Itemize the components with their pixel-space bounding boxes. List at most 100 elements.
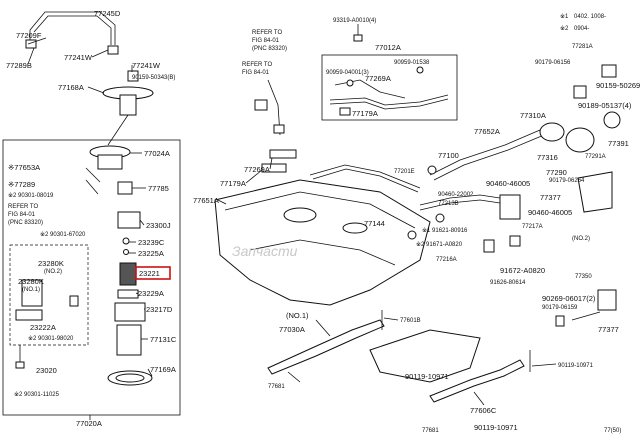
label-23222a: 23222A [30, 323, 56, 332]
legend-text-1: 0402. 1008- [574, 14, 606, 20]
note-refer-left-3: (PNC 83320) [8, 220, 43, 226]
label-77216a: 90460-46005 [528, 208, 572, 217]
label-77651a: 77269A [244, 165, 270, 174]
vent-line-frame [321, 54, 458, 121]
label-77350: 77377 [540, 193, 561, 202]
label-77144: 77100 [438, 151, 459, 160]
note-refer-mid-2: FIG 84-01 [242, 70, 270, 76]
label-90159-50269: 77281A [572, 44, 593, 50]
label-77377-b: 90269-06017(2) [542, 294, 596, 303]
label-77377-no2: 90179-06264 [549, 178, 585, 184]
tank-top-parts [254, 79, 421, 193]
pump-labels: 77024A ※77653A ※77289 ※2 90301-08019 777… [8, 149, 177, 428]
tank-straps [267, 310, 531, 403]
label-77289b: 77289B [6, 61, 32, 70]
filler-door-parts [539, 64, 621, 327]
label-77241w-2: 77241W [132, 61, 161, 70]
label-77131c: 77131C [150, 335, 177, 344]
label-90179-06156: 91626-80614 [490, 280, 526, 286]
label-90460-46005-b: ※2 91671-A0820 [416, 241, 463, 248]
center-labels: REFER TO FIG 84-01 (PNC 83320) REFER TO … [193, 30, 385, 259]
center-leaders [217, 157, 273, 205]
legend-mark-1: ※1 [560, 13, 569, 20]
label-90179-06264: 77291A [585, 154, 606, 160]
sender-subframe [9, 244, 89, 346]
label-77681-b: 77606C [470, 406, 497, 415]
label-77169a: 77169A [150, 365, 176, 374]
label-23225a: 23225A [138, 249, 164, 258]
label-77179a: 77179A [352, 109, 378, 118]
right-center-labels: 77652A 77100 77201E 90460-22002 77213B ※… [394, 127, 572, 286]
legend-text-2: 0904- [574, 26, 589, 32]
label-90301-08019: ※2 90301-08019 [8, 192, 54, 199]
label-77012a: 77012A [375, 43, 401, 52]
label-77291a: 77316 [537, 153, 558, 162]
label-77601b: (NO.1) [286, 311, 309, 320]
label-23217d: 23217D [146, 305, 173, 314]
label-90269-06017: (NO.2) [572, 236, 590, 242]
figure-number: 77(50) [604, 428, 621, 434]
legend-mark-2: ※2 [560, 25, 569, 32]
clip-93319 [353, 34, 363, 42]
label-77606c: 90119-10971 [405, 372, 449, 381]
label-90959-04001: 90959-04001(3) [326, 70, 369, 76]
note-refer-mid-1: REFER TO [242, 62, 272, 68]
note-refer-top-2: FIG 84-01 [252, 38, 280, 44]
label-77201e: 77652A [474, 127, 500, 136]
label-77024a: 77024A [144, 149, 170, 158]
label-77377: 77290 [546, 168, 567, 177]
label-90119-10971-d: 77681 [422, 428, 439, 434]
note-refer-left-2: FIG 84-01 [8, 212, 36, 218]
label-93319-a0010: 93319-A0010(4) [333, 18, 376, 24]
watermark: Запчасти [232, 243, 298, 259]
highlight-box [135, 266, 171, 280]
label-77269a: 77269A [365, 74, 391, 83]
filler-pipe-right [407, 129, 545, 253]
label-77241w: 77241W [64, 53, 93, 62]
label-77213b: 77144 [364, 219, 385, 228]
label-23280k: 23280K [38, 259, 64, 268]
label-90460-46005-a: ※1 91621-80916 [422, 227, 468, 234]
label-90189-05137: 90179-06156 [535, 60, 571, 66]
label-77168a: 77168A [58, 83, 84, 92]
note-refer-top-1: REFER TO [252, 30, 282, 36]
label-91621-80916: 90460-22002 [438, 192, 474, 198]
label-23221-highlighted[interactable]: 23221 [139, 269, 160, 278]
label-77391: 77310A [520, 111, 546, 120]
label-77681-a: 77030A [279, 325, 305, 334]
label-77785: 77785 [148, 184, 169, 193]
label-90159-50343: 90159-50343(B) [132, 75, 175, 81]
label-77245d: 77245D [94, 9, 121, 18]
label-77310a: 90159-50269(4) [596, 81, 640, 90]
label-23229a: 23229A [138, 289, 164, 298]
label-77020a: 77020A [76, 419, 102, 428]
label-23020: 23020 [36, 366, 57, 375]
label-90460-22002: 77201E [394, 169, 415, 175]
bottom-leaders [287, 317, 557, 406]
label-77316: 90189-05137(4) [578, 101, 632, 110]
fuel-tank [214, 179, 431, 306]
label-77653a: ※77653A [8, 163, 40, 172]
label-90119-10971-b: 77681 [268, 384, 285, 390]
note-no1: (NO.1) [22, 287, 40, 293]
label-90119-10971-a: 77601B [400, 318, 421, 324]
label-77030a: 77377 [598, 325, 619, 334]
label-90119-10971-c: 90119-10971 [558, 363, 594, 369]
vent-lines [329, 66, 449, 116]
note-refer-top-3: (PNC 83320) [252, 46, 287, 52]
label-23239c: 23239C [138, 238, 165, 247]
label-23280k-2: 23280K [18, 277, 44, 286]
label-90959-01538: 90959-01538 [394, 60, 430, 66]
pump-parts [15, 145, 153, 386]
label-23300j: 23300J [146, 221, 171, 230]
labels-left-top: 77245D 77209F 77289B 77241W 77241W 90159… [6, 9, 175, 92]
pump-assembly-frame [2, 139, 181, 416]
label-77290: 77391 [608, 139, 629, 148]
legend: ※1 0402. 1008- ※2 0904- [560, 13, 606, 32]
note-refer-left-1: REFER TO [8, 204, 38, 210]
label-77217a: 90460-46005 [486, 179, 530, 188]
label-91626-80614: 77216A [436, 257, 457, 263]
label-90179-06159: 77350 [575, 274, 592, 280]
label-90301-98020: ※2 90301-98020 [28, 335, 74, 342]
